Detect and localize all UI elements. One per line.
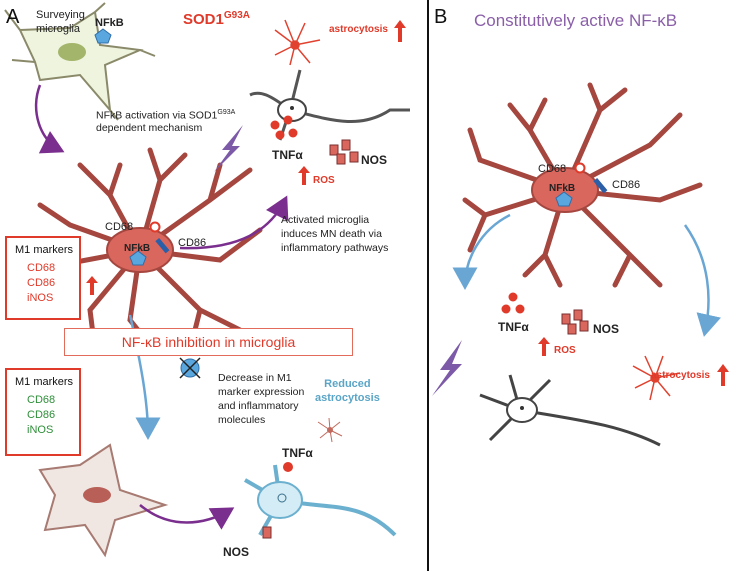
panel-letter-a: A [6,6,20,28]
tnfa-bottom-label: TNFα [282,446,313,460]
nos-block [262,526,272,539]
nos-bottom-label: NOS [223,545,250,559]
up-arrow-icon [538,337,550,356]
cd86-label: CD86 [178,237,207,249]
activated-description: Activated microglia induces MN death via… [281,214,389,254]
bolt-icon [432,340,462,396]
motor-neuron-top [249,69,410,141]
activation-arrow [34,84,65,154]
cd86-label-b: CD86 [612,179,641,191]
panel-a-title: SOD1G93A [183,10,250,28]
activation-text: NFkB activation via SOD1 [96,109,218,122]
tnfa-dot [283,462,293,472]
tnfa-label: TNFα [272,148,303,162]
right-blue-arrow [683,224,721,337]
panel-a-title-sup: G93A [223,10,250,21]
nos-label-b: NOS [593,322,620,336]
astrocyte-icon-b [632,355,681,401]
activated-microglia-b [462,82,703,288]
nfkb-pentagon-icon [94,28,112,44]
decrease-description: Decrease in M1 marker expression and inf… [218,372,305,426]
surveying-label: Surveying microglia [36,9,85,35]
inhibition-banner: NF-κB inhibition in microglia [64,328,353,356]
small-astrocyte-icon [317,417,343,443]
ros-label: ROS [313,175,335,186]
left-blue-arrow [452,213,511,290]
m1-markers-down-box: M1 markers CD68 CD86 iNOS [5,368,81,456]
m1-down-item-cd86: CD86 [27,409,56,421]
neuron-b [479,374,661,447]
activation-label-2: dependent mechanism [96,122,203,134]
resting-microglia [38,443,169,558]
nucleus-b [531,167,599,213]
panel-letter-b: B [434,6,448,28]
surveying-microglia [4,2,156,121]
cd86-marker-icon [593,177,608,194]
m1-up-item-cd86: CD86 [27,277,56,289]
panel-b-title: Constitutively active NF-κB [474,11,678,30]
nucleus [106,227,174,273]
activation-sup: G93A [217,109,236,116]
cd68-marker-icon [149,221,161,233]
up-arrow-icon [86,276,98,295]
tnfa-dots-b [501,292,525,314]
cd68-label-b: CD68 [538,163,567,175]
m1-markers-up-box: M1 markers CD68 CD86 iNOS [5,236,81,320]
to-healthy-neuron-arrow [139,504,235,530]
m1-down-item-inos: iNOS [27,424,54,436]
up-arrow-icon [394,20,406,42]
reduced-astrocytosis-label: Reduced astrocytosis [315,378,380,404]
m1-markers-down-title: M1 markers [15,376,74,388]
to-neuron-arrow [179,195,289,250]
ros-label-b: ROS [554,345,576,356]
nfkb-pentagon-icon [129,250,147,266]
blocked-icon [179,357,201,379]
nos-blocks [329,139,359,165]
m1-markers-up-title: M1 markers [15,244,74,256]
m1-up-item-cd68: CD68 [27,262,56,274]
cd68-marker-icon [574,162,586,174]
up-arrow-icon [298,166,310,185]
inhibition-text: NF-κB inhibition in microglia [121,334,296,350]
cd68-label: CD68 [105,221,134,233]
astrocyte-icon [274,19,321,66]
healthy-neuron [244,464,397,537]
activation-label: NFkB activation via SOD1G93A [96,106,235,123]
m1-down-item-cd68: CD68 [27,394,56,406]
panel-divider [427,0,429,571]
nos-label: NOS [361,153,388,167]
cd86-marker-icon [155,237,170,254]
nfkb-pentagon-icon [555,191,573,207]
tnfa-label-b: TNFα [498,320,529,334]
m1-up-item-inos: iNOS [27,292,54,304]
panel-a-title-text: SOD1 [183,11,224,28]
nfkb-nucleus-label: NFkB [124,243,151,254]
astrocytosis-label: astrocytosis [329,24,388,35]
tnfa-dots [270,115,298,140]
nos-blocks-b [561,309,589,335]
astrocytosis-label-b: astrocytosis [651,370,710,381]
nfkb-label: NFkB [95,17,124,29]
up-arrow-icon [717,364,729,386]
nfkb-label-b: NFkB [549,183,576,194]
bolt-icon [214,125,243,172]
